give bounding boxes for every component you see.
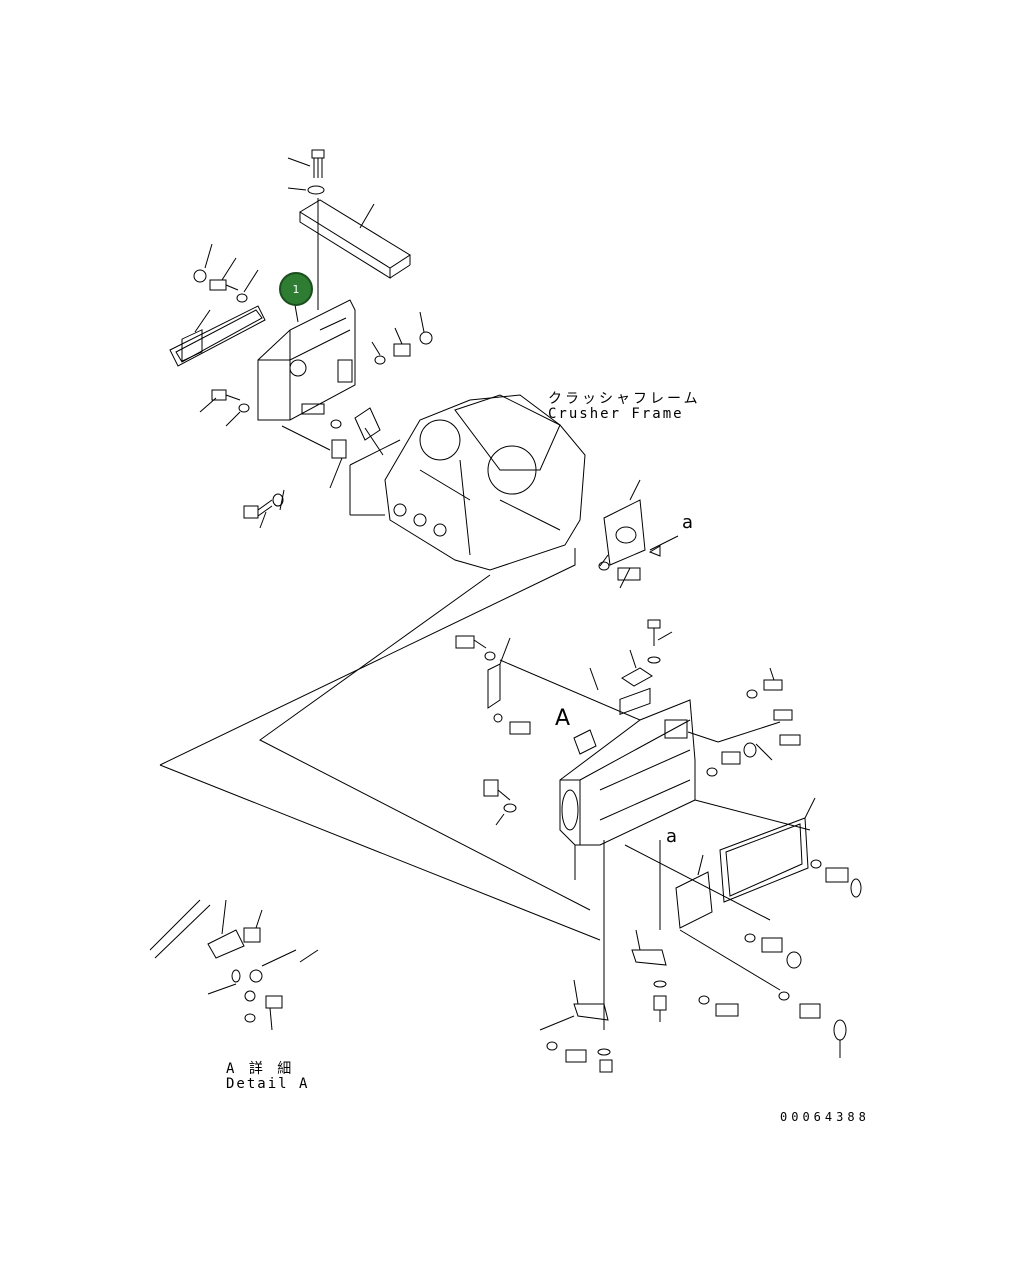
top-bolt-icon xyxy=(287,149,325,195)
left-bolts xyxy=(193,243,259,303)
view-a-upper-label: A xyxy=(555,706,571,731)
crusher-frame-body xyxy=(349,394,586,571)
view-a-right-label: a xyxy=(682,512,694,533)
main-upper-cover xyxy=(257,299,356,421)
detail-a-drawing xyxy=(149,899,319,1031)
lower-left-bolts xyxy=(199,389,342,451)
lower-main-frame xyxy=(559,687,781,880)
connecting-lines xyxy=(159,548,811,1030)
right-access-covers xyxy=(675,797,862,1058)
drawing-number: 00064388 xyxy=(780,1110,870,1124)
lower-top-small-parts xyxy=(589,619,801,777)
left-hinge-parts xyxy=(455,635,597,826)
crusher-frame-label-jp: クラッシャフレーム xyxy=(548,391,701,407)
long-bolt-left xyxy=(243,489,285,529)
callout-marker-1[interactable]: 1 xyxy=(279,272,313,306)
view-a-lower-label: a xyxy=(666,826,678,847)
callout-number: 1 xyxy=(292,282,300,296)
right-cover-bolts xyxy=(371,311,433,365)
left-grille-plate xyxy=(169,305,266,367)
bottom-hinge-brackets xyxy=(539,929,739,1073)
side-plate-right xyxy=(598,479,679,589)
detail-a-label-jp: A 詳 細 xyxy=(226,1061,295,1077)
top-cover-plate xyxy=(299,199,411,279)
detail-a-label-en: Detail A xyxy=(226,1076,310,1092)
crusher-frame-label-en: Crusher Frame xyxy=(548,406,684,422)
